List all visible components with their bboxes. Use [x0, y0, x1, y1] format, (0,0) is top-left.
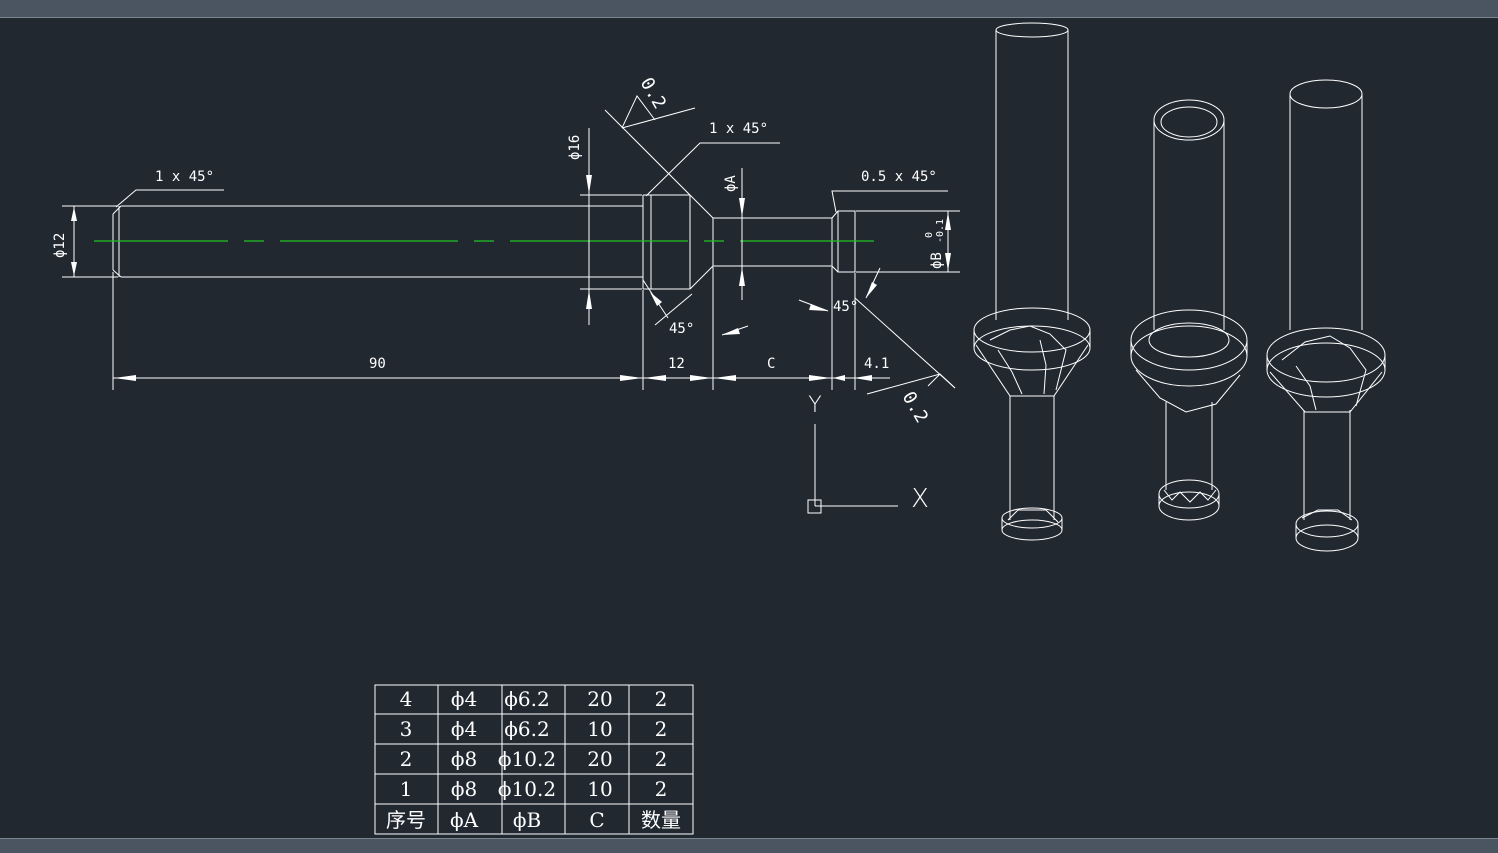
- dim-phiB-tol-lower: -0.1: [935, 219, 946, 243]
- dim-phi12-label: ϕ12: [52, 233, 68, 258]
- chamfer-mid-label: 1 x 45°: [709, 121, 768, 137]
- chamfer-right-leader: 0.5 x 45°: [831, 169, 948, 213]
- dim-phi16-label: ϕ16: [567, 135, 583, 160]
- table-row-3-col-2: ϕ8: [451, 747, 477, 771]
- dimension-phi16: ϕ16: [567, 128, 642, 325]
- table-header-phiB: ϕB: [513, 808, 541, 832]
- dimension-phiA: ϕA: [723, 168, 745, 300]
- table-row-3-col-1: 2: [400, 747, 413, 771]
- table-row-1-col-3: ϕ6.2: [504, 687, 549, 711]
- dim-phiB-label: ϕB: [929, 252, 945, 269]
- bottom-status-bar: [0, 838, 1498, 853]
- ucs-y-label: Y: [808, 393, 821, 418]
- table-row-3-col-3: ϕ10.2: [498, 747, 556, 771]
- angle-right-label: 45°: [833, 299, 858, 315]
- angle-left: 45°: [642, 279, 749, 337]
- roughness-top-label: 0.2: [636, 74, 670, 113]
- table-header-c: C: [589, 808, 604, 832]
- dim-phiA-label: ϕA: [723, 175, 739, 192]
- table-row-1-col-2: ϕ4: [451, 687, 477, 711]
- dimension-phiB: ϕB 0 -0.1: [856, 210, 960, 273]
- table-row-3-col-5: 2: [655, 747, 668, 771]
- chamfer-mid-leader: 1 x 45°: [645, 121, 780, 197]
- dimension-phi12: ϕ12: [52, 205, 118, 278]
- angle-right: 45°: [798, 267, 881, 315]
- table-row-1-col-4: 20: [587, 687, 612, 711]
- chamfer-right-label: 0.5 x 45°: [861, 169, 937, 185]
- pin-isometric-2: [1130, 99, 1248, 521]
- length-dimensions: 90 12 C 4.1: [112, 267, 890, 390]
- angle-left-label: 45°: [669, 321, 694, 337]
- shaft-profile: [112, 194, 856, 290]
- table-header-qty: 数量: [641, 808, 681, 832]
- len-41-label: 4.1: [864, 356, 889, 372]
- table-row-4-col-5: 2: [655, 777, 668, 801]
- table-row-4-col-2: ϕ8: [451, 777, 477, 801]
- roughness-bottom-label: 0.2: [898, 388, 932, 427]
- chamfer-left-leader: 1 x 45°: [115, 169, 224, 208]
- table-row-2-col-1: 3: [400, 717, 413, 741]
- table-row-2-col-2: ϕ4: [451, 717, 477, 741]
- table-row-1-col-1: 4: [400, 687, 413, 711]
- table-row-2-col-5: 2: [655, 717, 668, 741]
- table-header-phiA: ϕA: [450, 808, 479, 832]
- len-12-label: 12: [668, 356, 685, 372]
- top-toolbar: [0, 0, 1498, 18]
- dim-phiB-tol-upper: 0: [924, 232, 935, 238]
- roughness-top: 0.2: [604, 74, 696, 196]
- parameter-table: 4 ϕ4 ϕ6.2 20 2 3 ϕ4 ϕ6.2 10 2 2 ϕ8 ϕ10.2…: [374, 684, 694, 835]
- table-header-index: 序号: [386, 808, 426, 832]
- ucs-icon: Y X: [807, 393, 929, 514]
- table-row-3-col-4: 20: [587, 747, 612, 771]
- len-c-label: C: [767, 356, 775, 372]
- len-90-label: 90: [369, 356, 386, 372]
- table-row-2-col-4: 10: [587, 717, 612, 741]
- table-row-4-col-3: ϕ10.2: [498, 777, 556, 801]
- table-row-2-col-3: ϕ6.2: [504, 717, 549, 741]
- table-row-4-col-4: 10: [587, 777, 612, 801]
- pin-isometric-3: [1266, 79, 1386, 552]
- table-row-4-col-1: 1: [400, 777, 413, 801]
- ucs-x-label: X: [911, 484, 929, 514]
- pin-isometric-1: [973, 22, 1091, 541]
- chamfer-left-label: 1 x 45°: [155, 169, 214, 185]
- table-row-1-col-5: 2: [655, 687, 668, 711]
